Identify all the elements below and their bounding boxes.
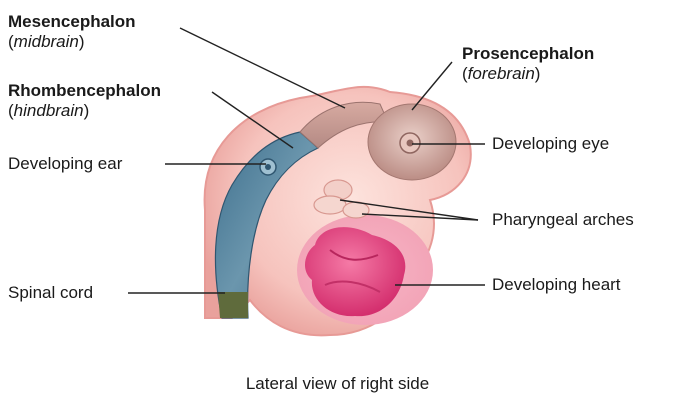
rhombencephalon-name: Rhombencephalon <box>8 81 161 100</box>
label-mesencephalon: Mesencephalon (midbrain) <box>8 12 136 52</box>
label-pharyngeal-arches: Pharyngeal arches <box>492 210 634 230</box>
figure-caption: Lateral view of right side <box>0 374 675 394</box>
pharyngeal-arch-2 <box>314 196 346 214</box>
label-rhombencephalon: Rhombencephalon (hindbrain) <box>8 81 161 121</box>
label-prosencephalon: Prosencephalon (forebrain) <box>462 44 594 84</box>
label-developing-heart: Developing heart <box>492 275 621 295</box>
label-developing-eye: Developing eye <box>492 134 609 154</box>
rhombencephalon-sub: hindbrain <box>14 101 84 120</box>
pharyngeal-arch-3 <box>343 202 369 218</box>
developing-eye-center <box>407 140 414 147</box>
leader-mesencephalon <box>180 28 345 108</box>
label-developing-ear: Developing ear <box>8 154 122 174</box>
label-spinal-cord: Spinal cord <box>8 283 93 303</box>
prosencephalon-sub: forebrain <box>468 64 535 83</box>
developing-ear-center <box>265 164 271 170</box>
mesencephalon-sub: midbrain <box>14 32 79 51</box>
mesencephalon-name: Mesencephalon <box>8 12 136 31</box>
spinal-cord-segment <box>218 292 248 318</box>
prosencephalon-name: Prosencephalon <box>462 44 594 63</box>
